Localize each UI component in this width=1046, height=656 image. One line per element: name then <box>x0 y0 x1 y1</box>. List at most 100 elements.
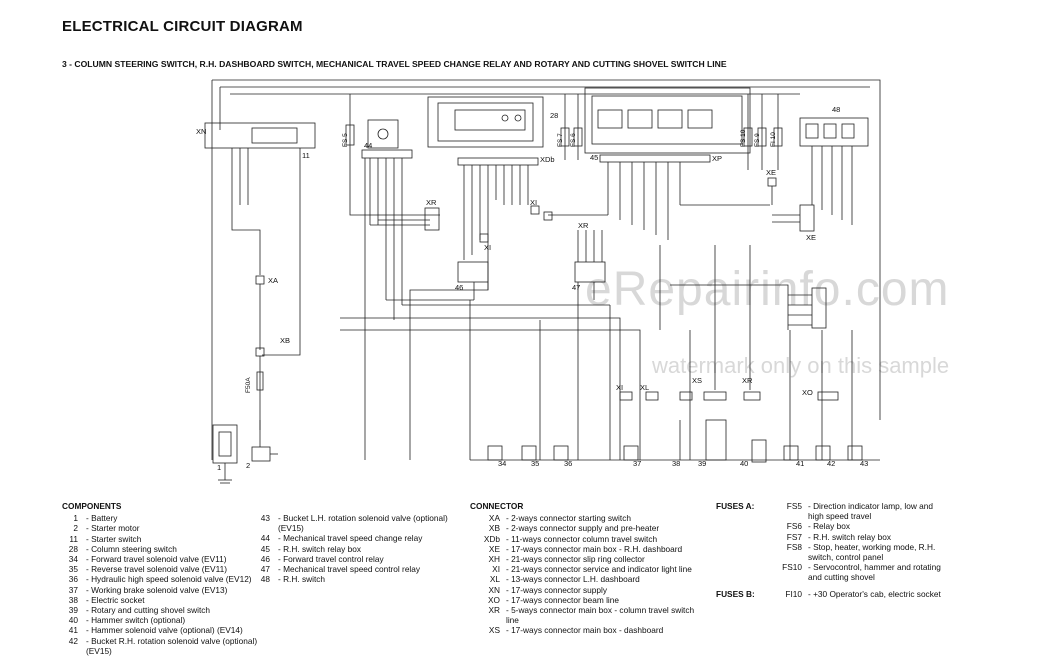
fuse-a-row: FUSES A:FS5- Direction indicator lamp, l… <box>716 501 946 521</box>
page-title: ELECTRICAL CIRCUIT DIAGRAM <box>62 18 303 35</box>
label-xl: XL <box>640 383 649 392</box>
connector-code: XO <box>488 594 500 605</box>
label-xr3: XR <box>742 376 753 385</box>
component-description: - Bucket L.H. rotation solenoid valve (o… <box>278 513 448 534</box>
label-38: 38 <box>672 459 680 468</box>
label-xo: XO <box>802 388 813 397</box>
fuse-a-description: - Stop, heater, working mode, R.H. switc… <box>808 541 936 563</box>
watermark-brand: eRepairinfo.com <box>585 263 950 316</box>
hammer-switch-box <box>751 439 767 463</box>
label-xr2: XR <box>578 221 589 230</box>
component-description: - Mechanical travel speed change relay <box>278 533 423 544</box>
component-code: 41 <box>68 625 78 636</box>
component-row: 36- Hydraulic high speed solenoid valve … <box>62 574 262 584</box>
label-45: 45 <box>590 153 598 162</box>
connector-row: XI- 21-ways connector service and indica… <box>470 564 705 574</box>
label-11: 11 <box>302 151 310 160</box>
fuses-b-legend: FUSES B: FI10 - +30 Operator's cab, electr… <box>716 589 946 599</box>
connector-row: XB- 2-ways connector supply and pre-heat… <box>470 523 705 533</box>
starter-motor-symbol <box>251 446 271 462</box>
component-code: 37 <box>68 584 78 595</box>
component-code: 11 <box>69 533 78 544</box>
label-xr: XR <box>426 198 437 207</box>
connector-xp <box>599 154 711 163</box>
component-code: 48 <box>260 574 270 585</box>
label-xs: XS <box>692 376 702 385</box>
component-code: 47 <box>260 564 270 575</box>
component-row: 39- Rotary and cutting shovel switch <box>62 605 262 615</box>
label-42: 42 <box>827 459 835 468</box>
label-fi10: FI 10 <box>770 132 777 147</box>
component-row: 40- Hammer switch (optional) <box>62 615 262 625</box>
connector-description: - 13-ways connector L.H. dashboard <box>506 574 640 585</box>
connector-code: XH <box>488 554 500 565</box>
main-fuse <box>256 371 264 391</box>
fuses-a-legend: FUSES A:FS5- Direction indicator lamp, l… <box>716 501 946 583</box>
fuse-a-header <box>716 521 766 531</box>
component-row: 2- Starter motor <box>62 523 262 533</box>
component-description: - Mechanical travel speed control relay <box>278 564 421 575</box>
component-code: 2 <box>73 523 78 534</box>
fuse-b-code: FI10 <box>785 589 802 599</box>
component-code: 28 <box>68 543 78 554</box>
fuse-b-header: FUSES B: <box>716 589 755 599</box>
fuse-a-description: - Direction indicator lamp, low and high… <box>808 501 933 522</box>
fuse-a-row: FS10- Servocontrol, hammer and rotating … <box>716 562 946 582</box>
component-row: 44- Mechanical travel speed change relay <box>254 533 459 543</box>
component-row: 38 - Electric socket <box>62 595 262 605</box>
component-row: 43- Bucket L.H. rotation solenoid valve … <box>254 513 459 533</box>
label-xe: XE <box>766 168 776 177</box>
label-46: 46 <box>455 283 463 292</box>
component-description: - Starter switch <box>86 533 142 544</box>
label-fs7: FS 7 <box>557 133 564 147</box>
fuse-a-code: FS5 <box>786 501 802 511</box>
component-row: 37- Working brake solenoid valve (EV13) <box>62 585 262 595</box>
component-row: 47 - Mechanical travel speed control rela… <box>254 564 459 574</box>
connector-row: XO - 17-ways connector beam line <box>470 595 705 605</box>
connector-code: XE <box>488 543 500 554</box>
switch-39-box <box>705 419 727 461</box>
connector-xdb <box>457 157 539 166</box>
label-1: 1 <box>217 463 221 472</box>
fuse-a-row: FS7- R.H. switch relay box <box>716 532 946 542</box>
fuse-a-header <box>716 532 766 542</box>
solenoid-valves <box>487 445 863 461</box>
relay-box-45 <box>584 87 751 154</box>
component-row: 34 - Forward travel solenoid valve (EV11) <box>62 554 262 564</box>
label-47: 47 <box>572 283 580 292</box>
component-code: 34 <box>68 554 78 565</box>
label-48: 48 <box>832 105 840 114</box>
components-header: COMPONENTS <box>62 501 122 511</box>
connector-code: XI <box>492 564 500 575</box>
component-code: 46 <box>260 553 270 564</box>
connector-code: XB <box>488 523 500 534</box>
connector-code: XR <box>488 605 500 616</box>
component-description: - R.H. switch <box>278 574 326 585</box>
label-37: 37 <box>633 459 641 468</box>
fuse-a-header <box>716 542 766 562</box>
connector-code: XS <box>488 625 500 636</box>
component-row: 11 - Starter switch <box>62 534 262 544</box>
connector-code: XN <box>488 584 500 595</box>
connector-description: - 2-ways connector starting switch <box>506 513 631 524</box>
component-description: - Forward travel solenoid valve (EV11) <box>86 554 227 565</box>
connector-row: XR- 5-ways connector main box - column t… <box>470 605 705 625</box>
connector-row: XS- 17-ways connector main box - dashboa… <box>470 625 705 635</box>
component-row: 35- Reverse travel solenoid valve (EV11) <box>62 564 262 574</box>
column-steering-switch <box>427 96 544 148</box>
fuse-b-row: FUSES B: FI10 - +30 Operator's cab, electr… <box>716 589 946 599</box>
label-xi2: XI <box>530 198 537 207</box>
connector-description: - 17-ways connector beam line <box>506 594 619 605</box>
connector-legend: CONNECTOR XA- 2-ways connector starting … <box>470 501 705 636</box>
component-description: - Electric socket <box>86 594 145 605</box>
fuse-b-description: - +30 Operator's cab, electric socket <box>808 589 941 599</box>
component-description: - Hydraulic high speed solenoid valve (E… <box>86 574 252 585</box>
component-code: 38 <box>68 594 78 605</box>
fuse-a-code: FS7 <box>786 531 802 542</box>
component-code: 35 <box>68 564 78 575</box>
connector-row: XE- 17-ways connector main box - R.H. da… <box>470 544 705 554</box>
component-description: - Hammer solenoid valve (optional) (EV14… <box>86 625 243 636</box>
battery-symbol <box>212 424 238 464</box>
rh-switch-48 <box>799 117 869 147</box>
connector-row: XDb- 11-ways connector column travel swi… <box>470 534 705 544</box>
